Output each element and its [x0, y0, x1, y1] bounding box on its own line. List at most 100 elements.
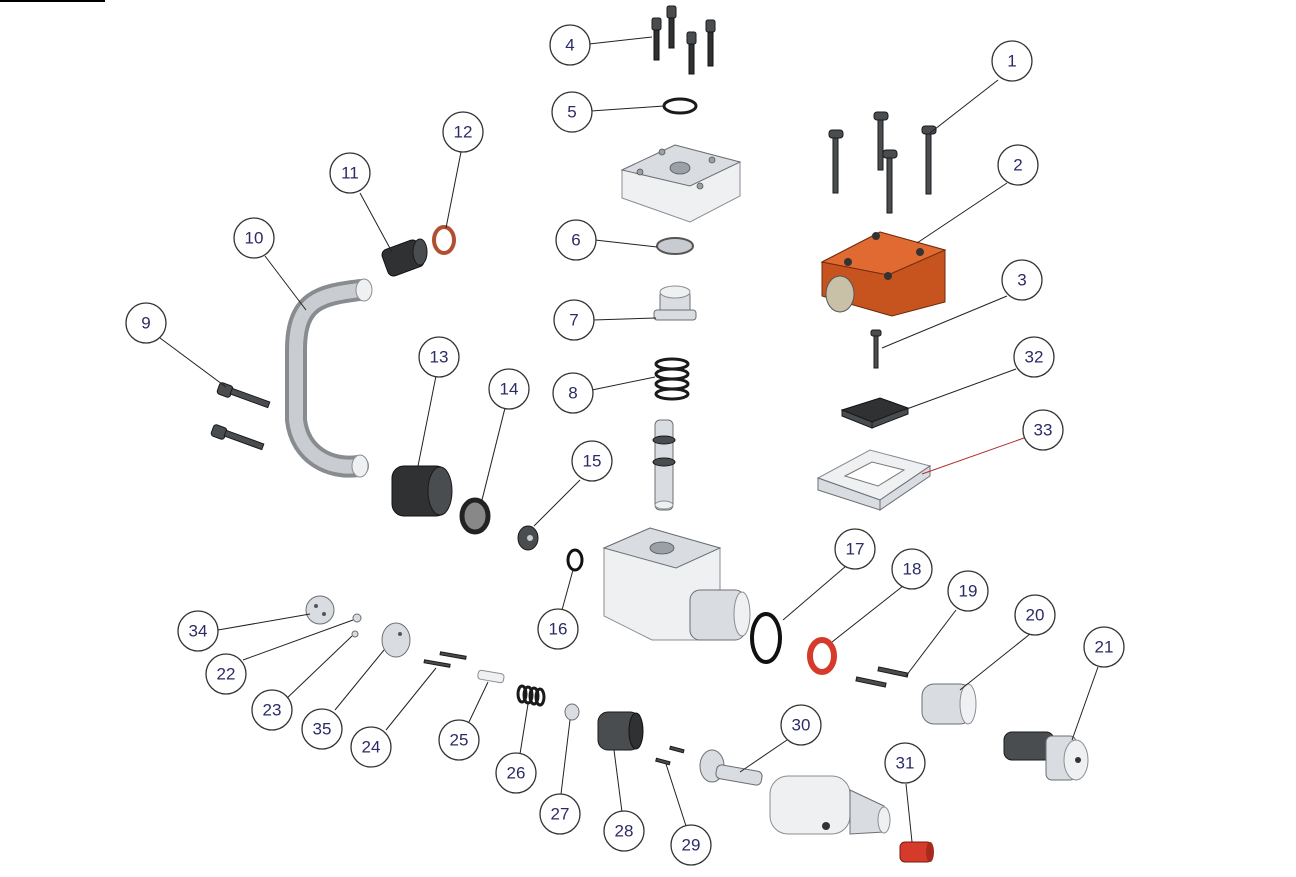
leader-30 [739, 739, 788, 773]
svg-text:34: 34 [189, 622, 208, 641]
leader-19 [905, 609, 957, 677]
callout-17: 17 [834, 528, 876, 570]
svg-text:30: 30 [792, 716, 811, 735]
part-20-filter [921, 683, 977, 725]
callout-9: 9 [125, 302, 167, 344]
svg-text:32: 32 [1025, 348, 1044, 367]
leader-21 [1071, 666, 1099, 741]
svg-text:17: 17 [846, 540, 865, 559]
part-22-ball [352, 613, 362, 623]
callout-11: 11 [329, 152, 371, 194]
part-6-washer [656, 237, 694, 255]
callout-3: 3 [1001, 259, 1043, 301]
leader-22 [242, 619, 354, 661]
part-31-insert [899, 841, 934, 863]
top-rule [0, 0, 105, 2]
callout-26: 26 [495, 752, 537, 794]
leader-11 [359, 192, 393, 253]
callout-5: 5 [551, 91, 593, 133]
part-30-stem [699, 749, 763, 786]
svg-text:23: 23 [263, 701, 282, 720]
part-26-spring [516, 684, 546, 707]
callout-21: 21 [1083, 626, 1125, 668]
callout-14: 14 [488, 368, 530, 410]
leader-4 [588, 36, 653, 45]
part-24-pins [423, 651, 467, 668]
svg-text:35: 35 [313, 720, 332, 739]
leader-20 [959, 633, 1031, 691]
part-18-seal [807, 637, 837, 675]
callout-1: 1 [991, 40, 1033, 82]
part-14-ring [459, 497, 491, 535]
svg-text:33: 33 [1034, 421, 1053, 440]
part-23-ball [351, 630, 359, 638]
svg-text:26: 26 [507, 764, 526, 783]
svg-text:3: 3 [1017, 271, 1026, 290]
leader-6 [594, 239, 658, 248]
part-10-tube [285, 278, 373, 478]
callout-28: 28 [603, 810, 645, 852]
leader-27 [560, 719, 571, 795]
part-13-bushing [391, 465, 453, 517]
part-35-cap [381, 622, 411, 658]
part-3-small-screw [870, 329, 882, 369]
part-32-plate [840, 397, 910, 429]
part-cover-plate [620, 144, 742, 223]
callout-18: 18 [891, 548, 933, 590]
leader-14 [481, 407, 506, 501]
leader-13 [417, 375, 437, 467]
leader-9 [159, 337, 227, 388]
svg-text:19: 19 [959, 582, 978, 601]
part-11-fitting [381, 238, 428, 277]
svg-text:18: 18 [903, 560, 922, 579]
svg-text:13: 13 [430, 348, 449, 367]
svg-text:12: 12 [454, 123, 473, 142]
svg-text:20: 20 [1026, 606, 1045, 625]
part-27-piece [564, 703, 580, 721]
leader-32 [903, 368, 1017, 411]
callout-16: 16 [537, 608, 579, 650]
part-16-o-ring [566, 548, 584, 572]
callout-22: 22 [205, 653, 247, 695]
leader-5 [590, 105, 665, 112]
callout-10: 10 [233, 217, 275, 259]
svg-text:14: 14 [500, 380, 519, 399]
leader-17 [782, 565, 847, 621]
svg-text:5: 5 [567, 103, 576, 122]
part-28-sleeve [597, 711, 644, 751]
leader-18 [831, 585, 904, 643]
leader-31 [905, 783, 913, 843]
part-8-spring [654, 357, 690, 401]
leader-29 [665, 763, 687, 827]
leader-23 [284, 635, 353, 701]
part-9-bolts [210, 382, 271, 451]
leader-3 [881, 295, 1008, 349]
leader-1 [929, 79, 999, 134]
svg-text:15: 15 [583, 452, 602, 471]
svg-text:6: 6 [571, 231, 580, 250]
svg-text:16: 16 [549, 620, 568, 639]
part-17-o-ring [750, 612, 782, 664]
part-29-pins [655, 745, 685, 766]
part-nozzle [769, 775, 891, 835]
svg-text:1: 1 [1007, 52, 1016, 71]
part-34-disc [305, 595, 335, 625]
svg-text:2: 2 [1013, 156, 1022, 175]
leader-33 [921, 437, 1025, 475]
part-1-bolts [828, 111, 937, 214]
callout-13: 13 [418, 336, 460, 378]
callout-6: 6 [555, 219, 597, 261]
svg-text:27: 27 [551, 805, 570, 824]
leader-8 [591, 376, 656, 391]
svg-text:31: 31 [896, 754, 915, 773]
callout-25: 25 [438, 719, 480, 761]
svg-text:4: 4 [565, 36, 574, 55]
leader-25 [468, 681, 489, 723]
svg-text:8: 8 [568, 384, 577, 403]
leader-26 [519, 703, 529, 755]
leader-12 [445, 151, 462, 229]
leader-35 [334, 649, 385, 711]
svg-text:7: 7 [569, 311, 578, 330]
callout-27: 27 [539, 793, 581, 835]
part-25-pin [477, 669, 505, 684]
